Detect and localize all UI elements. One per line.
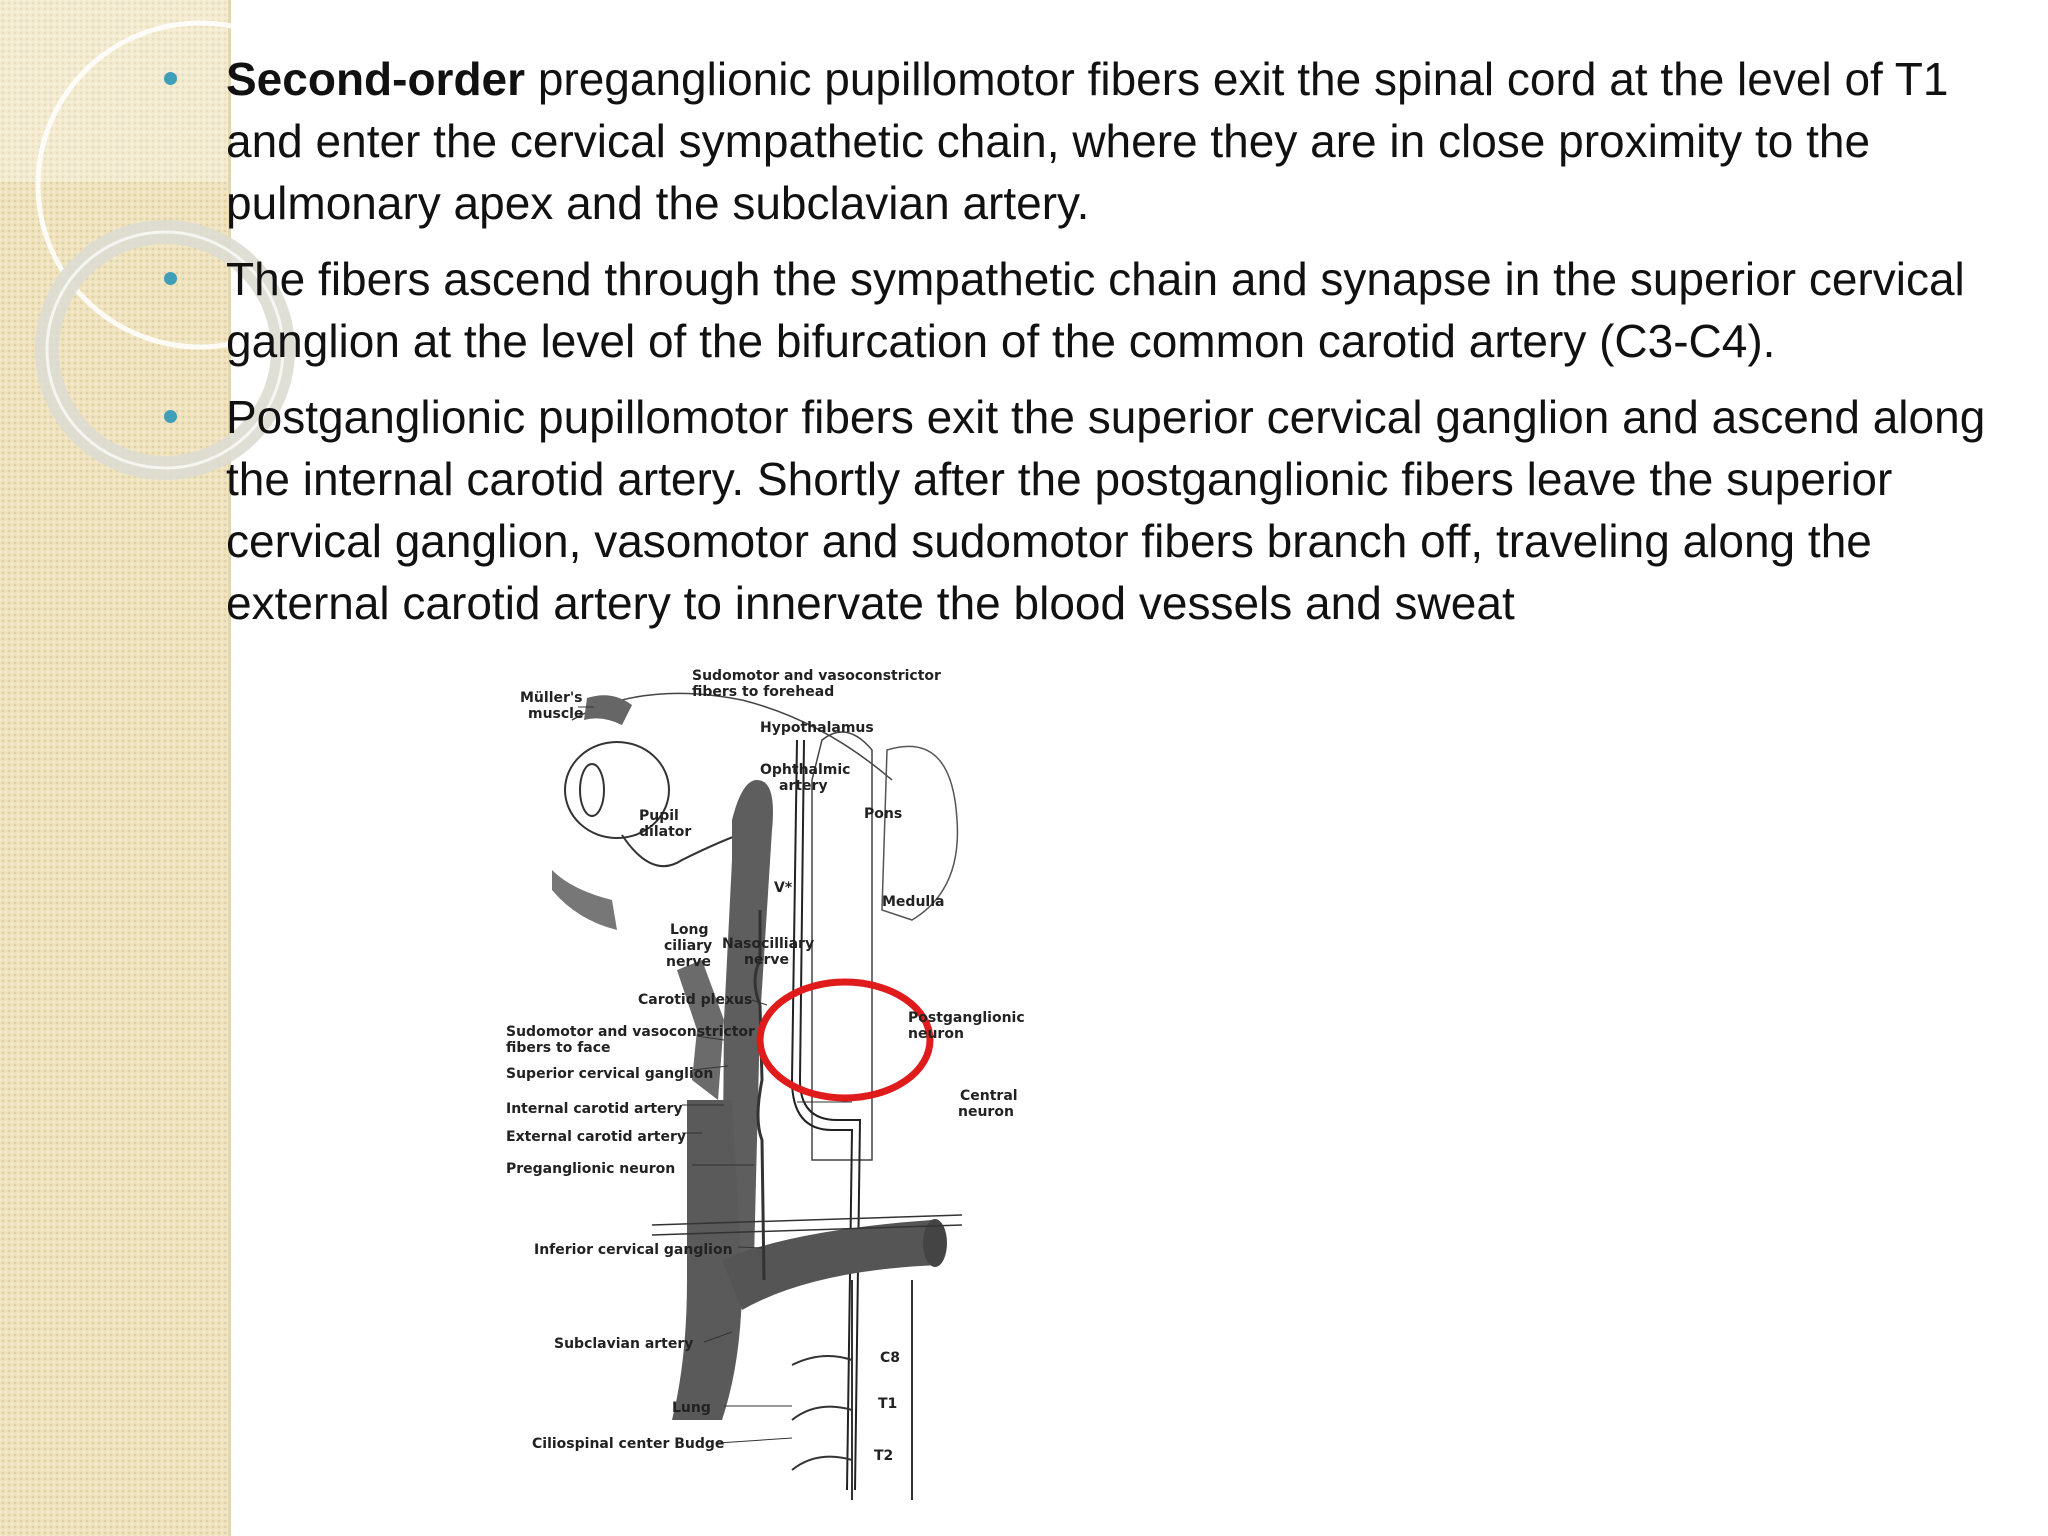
bullet-item-postganglionic: Postganglionic pupillomotor fibers exit … — [160, 386, 2010, 634]
label-pupil: Pupil — [639, 808, 679, 824]
spinal-roots — [791, 1355, 853, 1471]
neck-cut-line-2 — [651, 1224, 963, 1236]
central-neuron-path — [790, 739, 854, 1491]
leader-line-inferior-cervical — [737, 1246, 763, 1249]
leader-line-subclavian — [703, 1331, 733, 1343]
label-sudomotor-face: Sudomotor and vasoconstrictor — [506, 1024, 755, 1040]
neck-cut-line-1 — [651, 1214, 963, 1226]
bullet-item-fibers-ascend: The fibers ascend through the sympatheti… — [160, 248, 2010, 372]
label-ophthalmic: Ophthalmic — [760, 762, 850, 778]
bullet-list: Second-order preganglionic pupillomotor … — [160, 48, 2010, 648]
label-nasociliary: Nasocilliary — [722, 936, 814, 952]
label-t1: T1 — [878, 1396, 897, 1412]
label-subclavian: Subclavian artery — [554, 1336, 693, 1352]
bullet-text: Postganglionic pupillomotor fibers exit … — [226, 391, 1986, 629]
subclavian-artery — [722, 1220, 940, 1310]
brainstem-shape — [811, 731, 873, 1161]
muller-muscle-shape — [584, 695, 632, 725]
bullet-item-second-order: Second-order preganglionic pupillomotor … — [160, 48, 2010, 234]
bullet-text: preganglionic pupillomotor fibers exit t… — [226, 53, 1949, 229]
common-carotid-artery — [672, 1100, 742, 1420]
label-ophthalmic-2: artery — [779, 778, 828, 794]
label-medulla: Medulla — [882, 894, 944, 910]
lower-lid-shape — [552, 870, 617, 930]
diagram-svg: Sudomotor and vasoconstrictor fibers to … — [506, 668, 1025, 1500]
sympathetic-pathway-diagram: Sudomotor and vasoconstrictor fibers to … — [492, 660, 1052, 1520]
label-preganglionic: Preganglionic neuron — [506, 1161, 675, 1177]
subclavian-artery-end — [923, 1219, 947, 1267]
label-central-neuron-2: neuron — [958, 1104, 1014, 1120]
label-inferior-cervical: Inferior cervical ganglion — [534, 1242, 733, 1258]
internal-carotid-artery — [722, 780, 773, 1260]
leader-lines — [578, 706, 852, 1444]
label-long-ciliary: Long — [670, 922, 709, 938]
label-carotid-plexus: Carotid plexus — [638, 992, 752, 1008]
spinal-cord-outline — [851, 1280, 913, 1500]
label-ciliospinal: Ciliospinal center Budge — [532, 1436, 724, 1452]
bullet-dot-icon — [164, 272, 177, 285]
bullet-bold-term: Second-order — [226, 53, 526, 105]
label-v-star: V* — [774, 880, 793, 896]
label-t2: T2 — [874, 1448, 893, 1464]
highlight-circle — [756, 978, 934, 1102]
label-nasociliary-2: nerve — [744, 952, 789, 968]
label-superior-cervical-ganglion: Superior cervical ganglion — [506, 1066, 713, 1082]
label-lung: Lung — [672, 1400, 711, 1416]
label-hypothalamus: Hypothalamus — [760, 720, 874, 736]
label-central-neuron: Central — [960, 1088, 1018, 1104]
label-internal-carotid: Internal carotid artery — [506, 1101, 683, 1117]
label-pons: Pons — [864, 806, 902, 822]
label-long-ciliary-3: nerve — [666, 954, 711, 970]
label-sudomotor-forehead-2: fibers to forehead — [692, 684, 834, 700]
leader-line-ciliospinal — [717, 1437, 793, 1444]
label-muller: Müller's — [520, 690, 583, 706]
label-sudomotor-forehead: Sudomotor and vasoconstrictor — [692, 668, 941, 684]
bullet-dot-icon — [164, 410, 177, 423]
leader-line-carotid-plexus — [751, 999, 768, 1006]
external-carotid-artery — [677, 960, 724, 1100]
cerebellum-shape — [881, 745, 959, 921]
leader-line-sudomotor-face — [696, 1035, 725, 1041]
label-long-ciliary-2: ciliary — [664, 938, 712, 954]
eye-globe — [564, 741, 670, 839]
central-neuron-path-2 — [798, 739, 862, 1491]
label-pupil-2: dilator — [639, 824, 691, 840]
label-c8: C8 — [880, 1350, 900, 1366]
leader-line-superior-cervical — [691, 1065, 729, 1071]
bullet-dot-icon — [164, 72, 177, 85]
label-muller-2: muscle — [528, 706, 583, 722]
label-postganglionic: Postganglionic — [908, 1010, 1025, 1026]
label-sudomotor-face-2: fibers to face — [506, 1040, 611, 1056]
label-external-carotid: External carotid artery — [506, 1129, 686, 1145]
pupil-shape — [579, 763, 605, 817]
label-postganglionic-2: neuron — [908, 1026, 964, 1042]
bullet-text: The fibers ascend through the sympatheti… — [226, 253, 1965, 367]
